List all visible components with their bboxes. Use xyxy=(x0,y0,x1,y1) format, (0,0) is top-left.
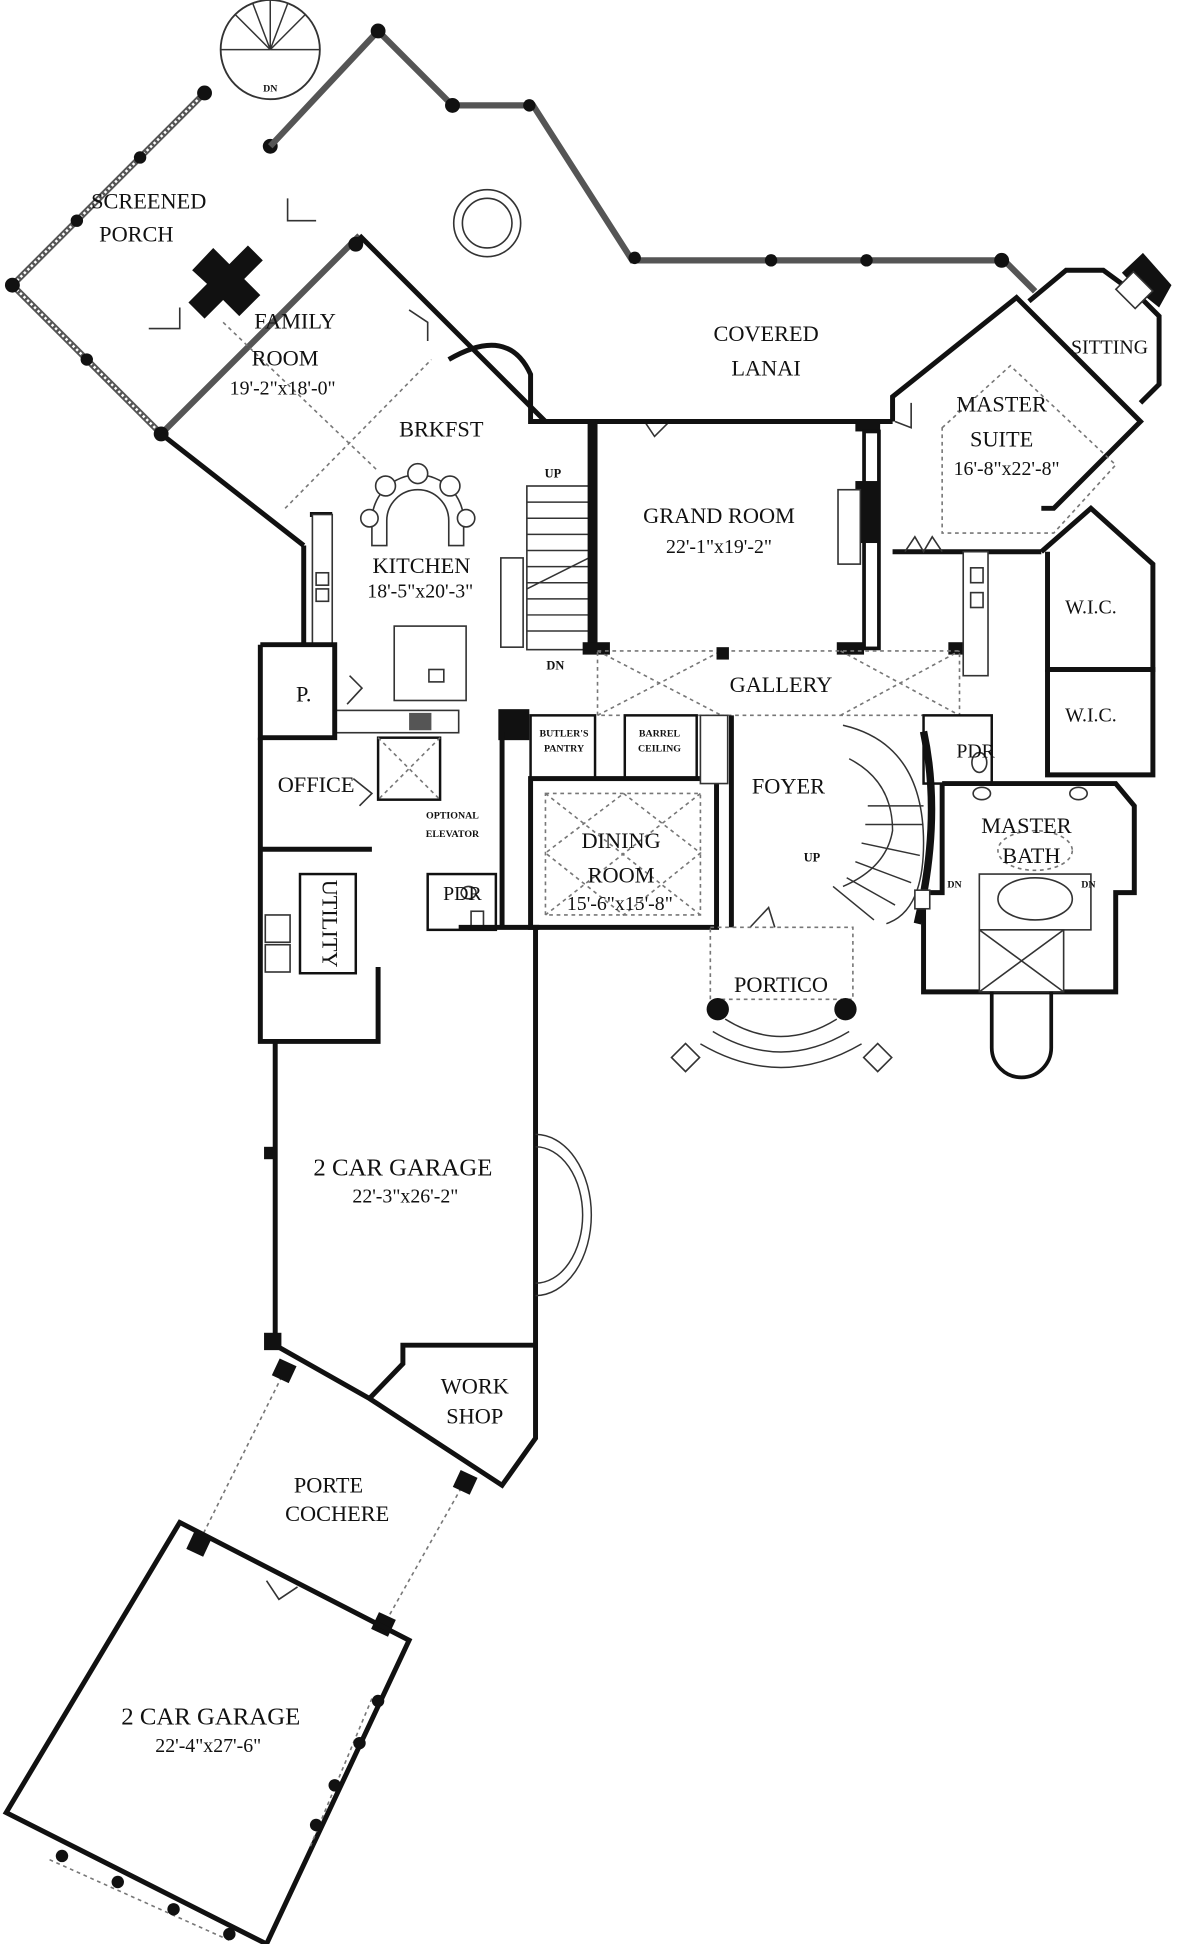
dining-room-size: 15'-6"x15'-8" xyxy=(567,893,673,915)
master-bath-label-line2: BATH xyxy=(1002,843,1060,868)
pantry-label: P. xyxy=(296,682,312,707)
pdr-master-label: PDR xyxy=(956,741,995,763)
master-bath-label-line1: MASTER xyxy=(981,813,1072,838)
butlers-pantry xyxy=(498,709,729,785)
dryer xyxy=(264,943,291,973)
kitchen-label: KITCHEN xyxy=(373,553,471,578)
screened-porch-label-line1: SCREENED xyxy=(91,188,206,213)
porte-cochere-label-line1: PORTE xyxy=(294,1473,363,1498)
porch-post xyxy=(70,214,84,227)
porch-post xyxy=(348,236,364,252)
barrel-ceiling-label-line1: BARREL xyxy=(639,728,681,739)
lanai-dining-table xyxy=(452,188,522,258)
porte-cochere xyxy=(186,1358,478,1637)
family-room-label-line2: ROOM xyxy=(252,346,319,371)
bath-dn-right-label: DN xyxy=(1081,880,1096,891)
garage-1-size: 22'-3"x26'-2" xyxy=(352,1186,458,1208)
service-wing xyxy=(257,642,540,1044)
grand-room-label: GRAND ROOM xyxy=(643,503,795,528)
shower-bay xyxy=(989,991,1054,1080)
covered-lanai-label-line2: LANAI xyxy=(731,356,800,381)
grand-room xyxy=(582,419,964,655)
washer xyxy=(264,914,291,944)
master-suite-room xyxy=(890,252,1172,555)
wic-2-label: W.I.C. xyxy=(1065,705,1117,727)
covered-lanai-room xyxy=(267,23,1038,438)
garage-2-label: 2 CAR GARAGE xyxy=(121,1704,300,1731)
lanai-post xyxy=(994,252,1010,268)
porch-post xyxy=(133,151,147,164)
porch-post xyxy=(80,353,93,366)
kitchen-size: 18'-5"x20'-3" xyxy=(367,581,473,603)
master-bath-room: DN DN xyxy=(914,781,1137,1080)
workshop-label-line1: WORK xyxy=(441,1374,509,1399)
butlers-pantry-label-line1: BUTLER'S xyxy=(540,728,589,739)
grand-room-size: 22'-1"x19'-2" xyxy=(666,536,772,558)
foyer-room: UP xyxy=(728,715,936,928)
screened-porch-label-line2: PORCH xyxy=(99,222,173,247)
wic-closets xyxy=(962,505,1156,778)
office-label: OFFICE xyxy=(278,772,355,797)
optional-elevator-label-line2: ELEVATOR xyxy=(426,829,480,840)
master-suite-size: 16'-8"x22'-8" xyxy=(954,458,1060,480)
kitchen-stair-up-label: UP xyxy=(545,466,562,480)
gallery-label: GALLERY xyxy=(730,672,833,697)
utility-label: UTILITY xyxy=(317,880,342,968)
family-room-size: 19'-2"x18'-0" xyxy=(230,377,336,399)
garage-2-room xyxy=(2,1519,413,1944)
master-suite-label-line1: MASTER xyxy=(956,392,1047,417)
family-fireplace xyxy=(188,245,263,319)
porte-cochere-label-line2: COCHERE xyxy=(285,1501,389,1526)
spiral-stair-dn-label: DN xyxy=(263,84,278,95)
foyer-stair-up-label: UP xyxy=(804,851,821,865)
garage-2-size: 22'-4"x27'-6" xyxy=(155,1735,261,1757)
room-labels: SCREENED PORCH FAMILY ROOM 19'-2"x18'-0"… xyxy=(91,188,1148,1757)
butlers-pantry-label-line2: PANTRY xyxy=(544,743,584,754)
foyer-label: FOYER xyxy=(752,773,825,798)
sitting-fireplace xyxy=(1121,252,1172,308)
porch-door-swing xyxy=(286,198,317,222)
portico-label: PORTICO xyxy=(734,972,828,997)
lanai-post xyxy=(628,251,641,265)
kitchen-island xyxy=(393,625,467,702)
lanai-post xyxy=(523,99,536,112)
breakfast-nook xyxy=(301,342,893,645)
gallery xyxy=(596,647,961,717)
optional-elevator-label-line1: OPTIONAL xyxy=(426,810,479,821)
dining-room-label-line2: ROOM xyxy=(588,863,655,888)
lanai-post xyxy=(764,254,778,267)
covered-lanai-label-line1: COVERED xyxy=(713,321,818,346)
garage-1-room xyxy=(264,927,593,1489)
brkfst-label: BRKFST xyxy=(399,416,484,441)
family-room xyxy=(148,245,432,548)
lanai-post xyxy=(445,97,460,113)
bath-dn-left-label: DN xyxy=(947,880,962,891)
kitchen-room xyxy=(309,462,476,734)
wic-1-label: W.I.C. xyxy=(1065,597,1117,619)
kitchen-counter-bottom xyxy=(333,709,460,734)
garage-1-label: 2 CAR GARAGE xyxy=(313,1154,492,1181)
kitchen-stair-dn-label: DN xyxy=(546,658,564,672)
master-suite-label-line2: SUITE xyxy=(970,426,1033,451)
porch-post xyxy=(197,85,212,101)
pdr-utility-label: PDR xyxy=(443,883,482,905)
family-room-label-line1: FAMILY xyxy=(254,309,336,334)
workshop-label-line2: SHOP xyxy=(446,1403,503,1428)
porch-post xyxy=(4,277,20,293)
lanai-post xyxy=(370,23,386,39)
lanai-post xyxy=(860,254,873,267)
spiral-stair: DN xyxy=(219,0,321,101)
portico xyxy=(670,926,893,1073)
dining-room-label-line1: DINING xyxy=(581,828,660,853)
sitting-label: SITTING xyxy=(1071,336,1148,358)
barrel-ceiling-label-line2: CEILING xyxy=(638,743,681,754)
kitchen-stair: UP DN xyxy=(500,421,598,672)
